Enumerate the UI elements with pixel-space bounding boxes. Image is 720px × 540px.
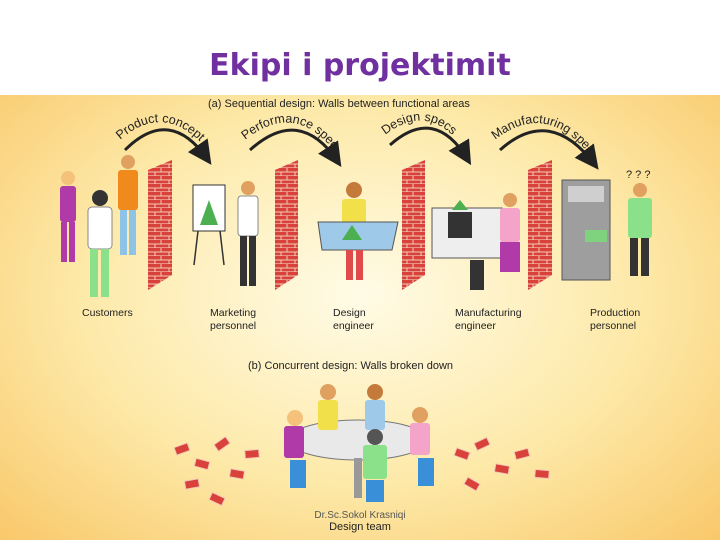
panel-a-caption: (a) Sequential design: Walls between fun… — [208, 98, 470, 110]
design-team-figures — [284, 384, 434, 502]
arrow-product-concept — [123, 128, 212, 165]
label-design-engineer: Design engineer — [333, 307, 374, 332]
wall-4 — [528, 160, 552, 290]
design-engineer-figure — [317, 182, 399, 280]
arrow-design-specs — [389, 126, 472, 166]
label-production-personnel: Production personnel — [590, 307, 641, 332]
wall-2 — [275, 160, 298, 290]
brick-walls — [148, 160, 552, 290]
arrow-label-design-specs: Design specs — [379, 109, 460, 137]
wall-1 — [148, 160, 172, 290]
label-design-team: Design team — [329, 521, 391, 533]
slide-title: Ekipi i projektimit — [209, 48, 511, 83]
manufacturing-engineer-figure — [431, 193, 520, 290]
arrow-label-product-concept: Product concept — [113, 111, 208, 144]
marketing-figure — [192, 181, 259, 286]
arrow-manufacturing-specs — [498, 129, 599, 170]
customers-figures — [60, 155, 138, 297]
broken-bricks — [173, 436, 550, 507]
panel-b-caption: (b) Concurrent design: Walls broken down — [248, 360, 454, 372]
arrow-label-performance-specs: Performance specs — [0, 0, 341, 151]
confusion-mark: ? ? ? — [626, 169, 650, 181]
label-manufacturing-engineer: Manufacturing engineer — [455, 307, 522, 332]
production-figure — [561, 179, 652, 281]
arrow-performance-specs — [248, 128, 342, 167]
label-customers: Customers — [82, 307, 133, 319]
wall-3 — [402, 160, 425, 290]
slide-footer: Dr.Sc.Sokol Krasniqi — [314, 510, 406, 521]
arrow-label-manufacturing-specs: Manufacturing specs — [0, 0, 598, 156]
arrow-group — [123, 126, 599, 170]
label-marketing-personnel: Marketing personnel — [210, 307, 257, 332]
